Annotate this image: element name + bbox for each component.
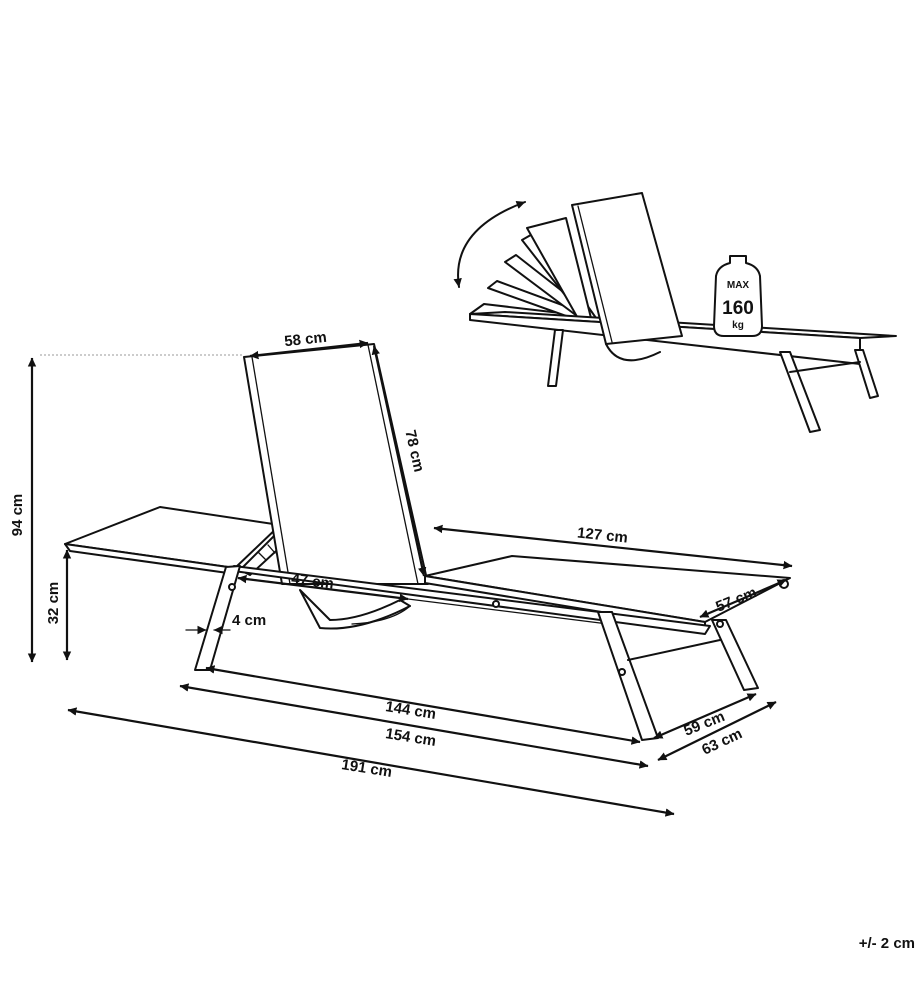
- dim-label-total-height: 94 cm: [9, 494, 26, 537]
- dim-label-leg-span-inner: 144 cm: [384, 698, 437, 723]
- rotate-arrow-icon: [453, 201, 526, 288]
- lounger-drawing: [64, 343, 791, 741]
- dim-label-backrest-width: 58 cm: [283, 329, 327, 350]
- adjustable-lounger-illustration: MAX 160 kg: [453, 192, 897, 433]
- weight-unit: kg: [732, 320, 744, 331]
- dim-label-total-length: 191 cm: [340, 756, 393, 781]
- tolerance-note: +/- 2 cm: [859, 935, 915, 952]
- weight-value: 160: [722, 298, 754, 319]
- weight-max-label: MAX: [727, 280, 750, 291]
- weight-icon: MAX 160 kg: [713, 255, 763, 337]
- dim-label-seat-section-length: 127 cm: [576, 524, 628, 546]
- dim-label-mid-section-width: 47 cm: [290, 571, 334, 593]
- dim-label-backrest-length: 78 cm: [401, 428, 427, 473]
- dim-label-frame-width: 4 cm: [232, 612, 266, 629]
- dim-label-seat-height: 32 cm: [45, 582, 62, 625]
- dimension-lines: [27, 339, 793, 817]
